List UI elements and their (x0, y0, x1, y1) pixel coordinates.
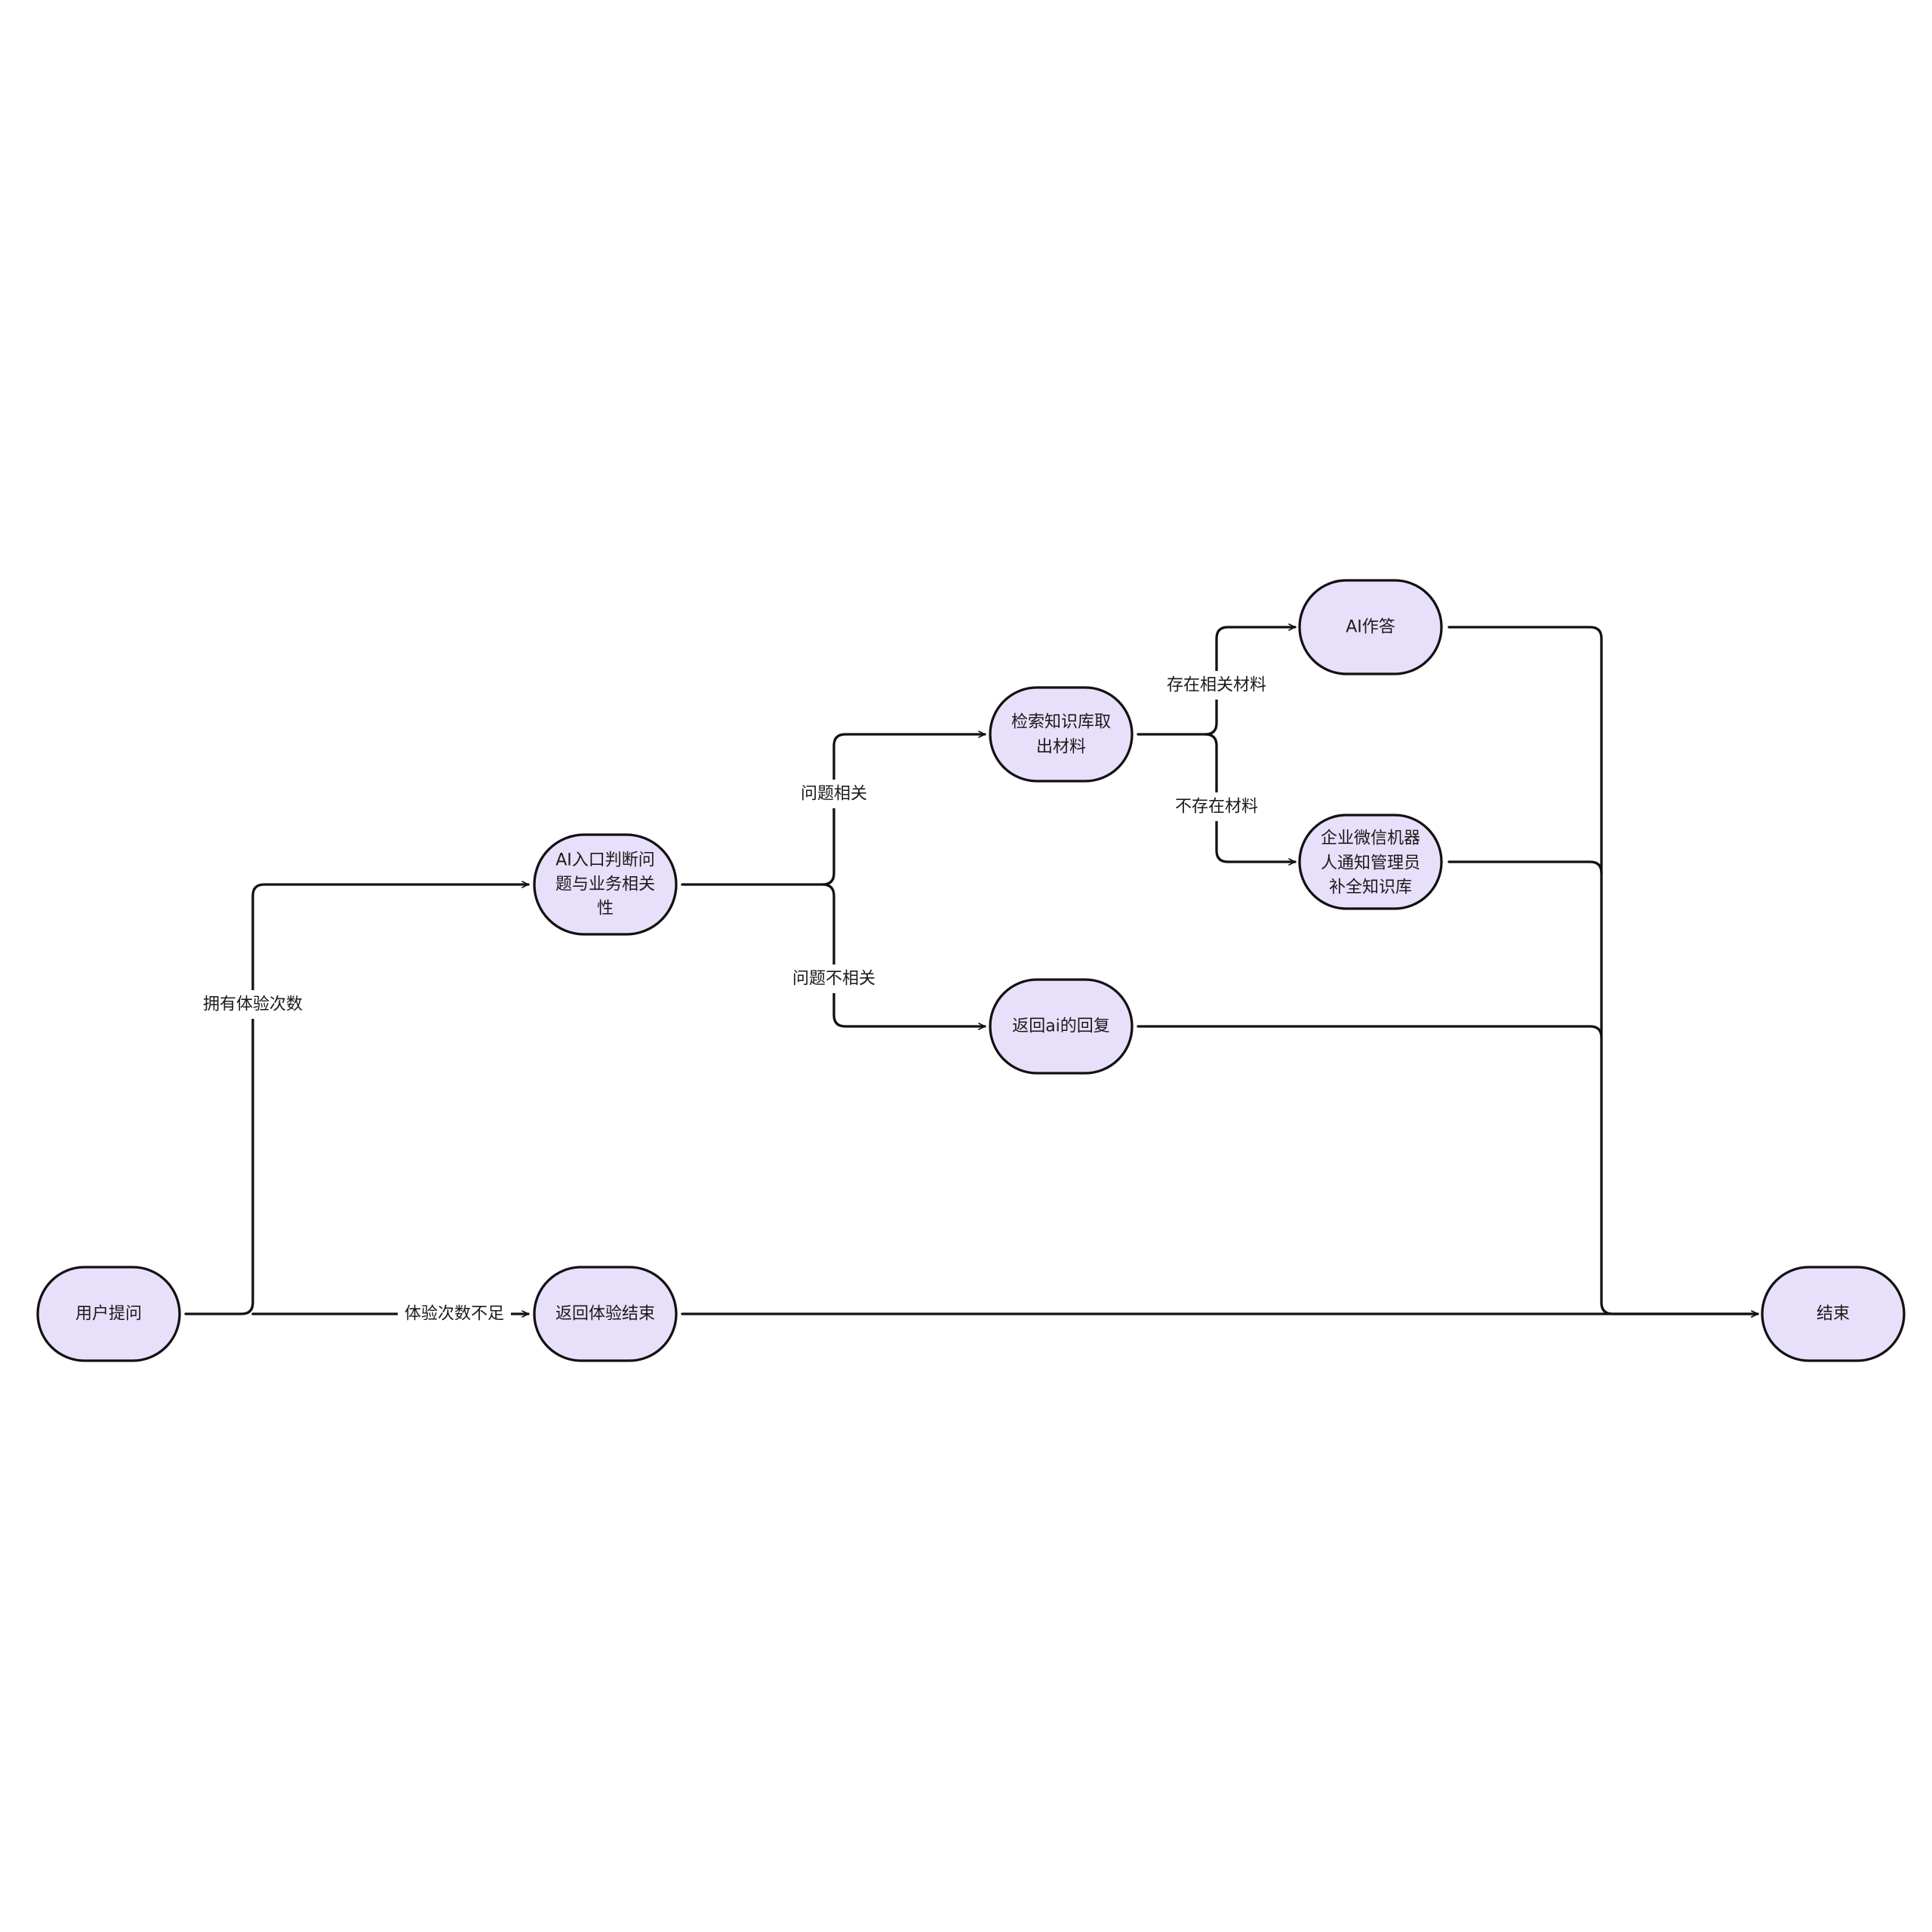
node-search-kb[interactable]: 检索知识库取 出材料 (989, 686, 1134, 783)
edge-label: 问题不相关 (783, 964, 885, 993)
edge-label-text: 体验次数不足 (405, 1305, 504, 1324)
node-label: 返回ai的回复 (1012, 1017, 1110, 1036)
node-label: 人通知管理员 (1321, 854, 1420, 873)
node-label: 题与业务相关 (555, 875, 655, 894)
edge-ai-judge-to-ai-reply (821, 883, 986, 1030)
node-ai-answer[interactable]: AI作答 (1298, 579, 1443, 675)
edge-ai-reply-to-end (1137, 1025, 1603, 1039)
edges (184, 623, 1759, 1318)
node-label: 补全知识库 (1329, 878, 1412, 897)
edge-ai-judge-to-search-kb (681, 731, 986, 886)
node-ai-reply[interactable]: 返回ai的回复 (989, 978, 1134, 1075)
node-label: 检索知识库取 (1011, 713, 1111, 732)
edge-label: 问题相关 (792, 780, 875, 808)
node-label: AI入口判断问 (555, 851, 655, 870)
node-trial-end[interactable]: 返回体验结束 (533, 1266, 678, 1362)
node-end[interactable]: 结束 (1761, 1266, 1906, 1362)
node-label: 结束 (1817, 1305, 1850, 1324)
edge-label-text: 不存在材料 (1175, 798, 1258, 817)
edge-ai-answer-to-end (1447, 626, 1759, 1318)
edge-label-text: 问题相关 (801, 785, 867, 804)
edge-label-text: 存在相关材料 (1167, 676, 1266, 695)
edge-label-text: 拥有体验次数 (203, 995, 303, 1014)
edge-label: 存在相关材料 (1158, 671, 1275, 700)
node-user-ask[interactable]: 用户提问 (36, 1266, 181, 1362)
node-label: 性 (597, 900, 614, 918)
node-label: AI作答 (1346, 618, 1395, 637)
edge-label-text: 问题不相关 (792, 970, 875, 989)
node-label: 用户提问 (75, 1305, 142, 1324)
edge-label: 不存在材料 (1168, 792, 1266, 821)
edge-labels: 拥有体验次数 体验次数不足 问题相关 问题不相关 存在相关材料 不存在材料 (196, 671, 1275, 1328)
node-label: 企业微信机器 (1321, 829, 1420, 848)
node-label: 出材料 (1036, 738, 1086, 757)
node-ai-judge[interactable]: AI入口判断问 题与业务相关 性 (533, 833, 678, 936)
nodes: 用户提问 AI入口判断问 题与业务相关 性 返回体验结束 检索知识库取 出材料 … (36, 579, 1906, 1362)
node-label: 返回体验结束 (555, 1305, 655, 1324)
edge-search-kb-to-notify-admin (1204, 733, 1297, 866)
node-notify-admin[interactable]: 企业微信机器 人通知管理员 补全知识库 (1298, 814, 1443, 910)
edge-notify-admin-to-end (1447, 860, 1603, 875)
edge-user-ask-to-ai-judge (184, 881, 530, 1315)
edge-label: 拥有体验次数 (196, 990, 309, 1019)
edge-label: 体验次数不足 (398, 1300, 511, 1328)
